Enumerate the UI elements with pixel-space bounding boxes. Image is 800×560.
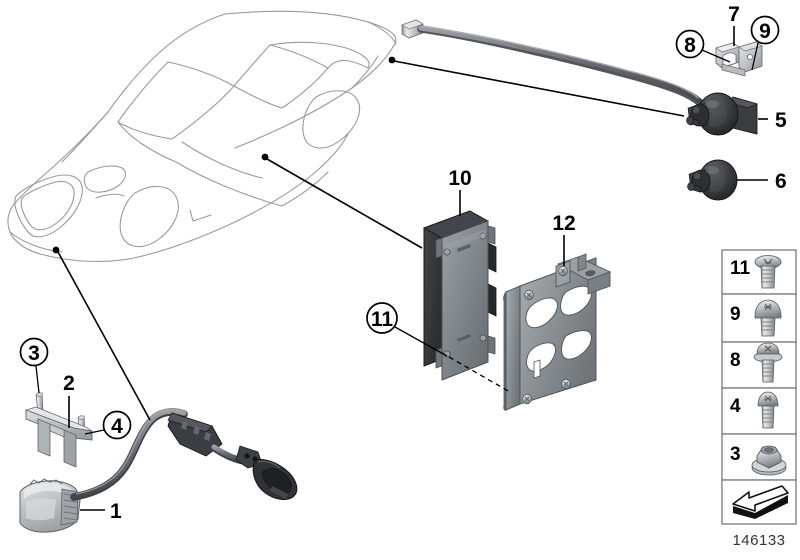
callout-2: 2 bbox=[63, 372, 75, 428]
legend-label-8: 8 bbox=[730, 350, 741, 371]
callout-6-label: 6 bbox=[775, 170, 787, 193]
callout-3-ring bbox=[19, 337, 49, 367]
leader-lines bbox=[52, 56, 685, 421]
callout-10: 10 bbox=[448, 167, 472, 216]
callout-4: 4 bbox=[84, 410, 132, 440]
leader-dot-front bbox=[52, 246, 60, 254]
vehicle-outline bbox=[7, 10, 397, 263]
mounting-bracket bbox=[24, 392, 93, 468]
callout-11-label: 11 bbox=[371, 308, 394, 331]
level-sensor-plain bbox=[687, 159, 738, 201]
callout-9-ring bbox=[750, 15, 780, 45]
callout-1: 1 bbox=[80, 500, 122, 523]
callout-3: 3 bbox=[19, 337, 49, 394]
pan-head-screw-icon bbox=[757, 391, 779, 429]
bracket-screw bbox=[558, 265, 568, 277]
control-module bbox=[422, 210, 497, 381]
callout-1-label: 1 bbox=[110, 500, 122, 523]
callout-7: 7 bbox=[728, 3, 740, 46]
callout-2-label: 2 bbox=[63, 372, 75, 395]
wiring-harness bbox=[70, 408, 298, 501]
callout-12: 12 bbox=[552, 212, 576, 266]
bracket-screw bbox=[524, 289, 534, 301]
callout-5: 5 bbox=[758, 109, 787, 132]
callout-9: 9 bbox=[750, 15, 780, 71]
bracket-screw bbox=[561, 378, 571, 390]
oval-head-screw-icon bbox=[754, 255, 782, 289]
flange-nut-icon bbox=[751, 445, 787, 476]
legend-label-11: 11 bbox=[730, 258, 751, 279]
leader-dot-rear bbox=[388, 56, 396, 64]
legend-label-3: 3 bbox=[730, 444, 741, 465]
callout-8-label: 8 bbox=[684, 34, 696, 57]
legend-label-9: 9 bbox=[730, 304, 741, 325]
callout-8-ring bbox=[675, 29, 705, 59]
sensor-housing bbox=[19, 478, 81, 533]
callout-7-label: 7 bbox=[728, 3, 740, 26]
bracket-screw bbox=[522, 393, 532, 405]
callout-9-label: 9 bbox=[759, 20, 771, 43]
callout-5-label: 5 bbox=[775, 109, 787, 132]
callout-12-label: 12 bbox=[552, 212, 575, 235]
diagram-id: 146133 bbox=[732, 532, 785, 549]
callout-11: 11 bbox=[366, 302, 511, 393]
fastener-legend: 11 9 8 bbox=[721, 249, 797, 549]
callout-4-ring bbox=[102, 410, 132, 440]
direction-arrow-icon bbox=[732, 485, 789, 519]
module-carrier-bracket bbox=[503, 253, 612, 411]
callout-8: 8 bbox=[675, 29, 731, 63]
callout-6: 6 bbox=[737, 170, 787, 193]
button-head-screw-icon bbox=[754, 299, 782, 337]
leader-dot-mid bbox=[261, 153, 269, 161]
upper-sensor-cable bbox=[401, 19, 704, 107]
callout-11-ring bbox=[366, 302, 398, 334]
callout-3-label: 3 bbox=[28, 342, 40, 365]
legend-label-4: 4 bbox=[730, 396, 741, 417]
level-sensor-with-boot bbox=[686, 92, 759, 136]
flange-head-screw-icon bbox=[753, 342, 783, 383]
callout-10-label: 10 bbox=[448, 167, 471, 190]
callout-4-label: 4 bbox=[111, 415, 123, 438]
